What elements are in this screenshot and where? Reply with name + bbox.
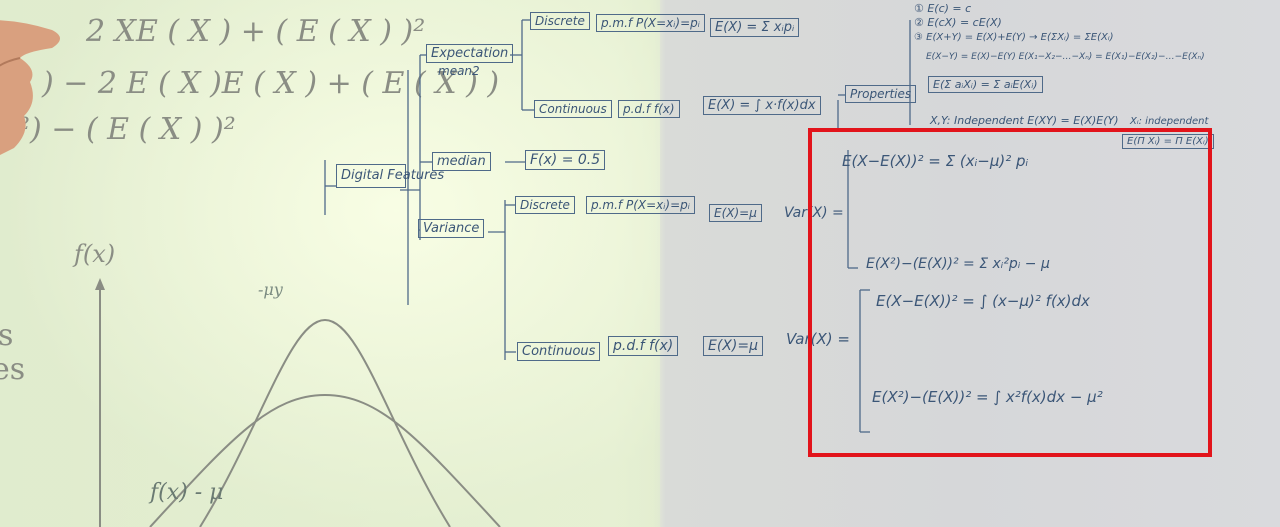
projected-fx-label: f(x) <box>74 240 116 268</box>
property-1: ① E(c) = c <box>914 2 972 15</box>
exp-discrete-expectation: E(X) = Σ xᵢpᵢ <box>710 18 800 37</box>
exp-continuous-pdf: p.d.f f(x) <box>618 100 680 118</box>
var-discrete-mean: E(X)=μ <box>709 204 762 222</box>
projected-left-text-2: es <box>0 352 26 387</box>
var-discrete-formula-1: E(X−E(X))² = Σ (xᵢ−μ)² pᵢ <box>842 152 1029 170</box>
var-continuous-mean: E(X)=μ <box>703 336 763 356</box>
projected-equation-1: 2 XE ( X ) + ( E ( X ) )² <box>86 14 426 49</box>
exp-continuous-expectation: E(X) = ∫ x·f(x)dx <box>703 96 821 115</box>
exp-discrete-pmf: p.m.f P(X=xᵢ)=pᵢ <box>596 14 705 32</box>
expectation-node: Expectation <box>426 44 514 63</box>
property-4: E(Σ aᵢXᵢ) = Σ aᵢE(Xᵢ) <box>928 76 1043 93</box>
property-5: X,Y: Independent E(XY) = E(X)E(Y) <box>930 114 1119 127</box>
var-continuous-formula-1: E(X−E(X))² = ∫ (x−μ)² f(x)dx <box>876 292 1090 310</box>
projected-equation-3: ²) − ( E ( X ) )² <box>18 112 236 147</box>
highlight-box <box>808 128 1212 457</box>
median-equation: F(x) = 0.5 <box>525 150 606 170</box>
projected-left-text-1: s <box>0 318 14 353</box>
projector-light <box>0 0 660 527</box>
var-continuous-formula-2: E(X²)−(E(X))² = ∫ x²f(x)dx − μ² <box>872 388 1103 406</box>
var-continuous-label: Var(X) = <box>786 330 850 348</box>
projected-equation-2: ) − 2 E ( X )E ( X ) + ( E ( X ) ) <box>42 66 500 101</box>
variance-node: Variance <box>418 219 485 238</box>
curve-note: -μy <box>258 280 283 299</box>
mean-note: mean2 <box>438 64 480 78</box>
property-3: ③ E(X+Y) = E(X)+E(Y) → E(ΣXᵢ) = ΣE(Xᵢ) <box>914 32 1114 43</box>
exp-continuous-node: Continuous <box>534 100 612 118</box>
var-continuous-pdf: p.d.f f(x) <box>608 336 679 356</box>
var-discrete-label: Var(X) = <box>784 205 844 221</box>
median-node: median <box>432 152 491 171</box>
var-discrete-pmf: p.m.f P(X=xᵢ)=pᵢ <box>586 196 695 214</box>
exp-discrete-node: Discrete <box>530 12 590 30</box>
var-continuous-node: Continuous <box>517 342 601 361</box>
property-5b: Xᵢ: independent <box>1130 116 1209 127</box>
var-discrete-node: Discrete <box>515 196 575 214</box>
properties-node: Properties <box>845 85 917 103</box>
var-discrete-formula-2: E(X²)−(E(X))² = Σ xᵢ²pᵢ − μ <box>866 256 1050 272</box>
property-2: ② E(cX) = cE(X) <box>914 16 1002 29</box>
bottom-scribble: f(x) - μ <box>150 480 224 505</box>
property-5c: E(Π Xᵢ) = Π E(Xᵢ) <box>1122 134 1214 149</box>
property-3b: E(X−Y) = E(X)−E(Y) E(X₁−X₂−…−Xₙ) = E(X₁)… <box>926 52 1205 62</box>
digital-features-node: Digital Features <box>336 164 444 188</box>
pointing-hand-icon <box>0 20 60 155</box>
